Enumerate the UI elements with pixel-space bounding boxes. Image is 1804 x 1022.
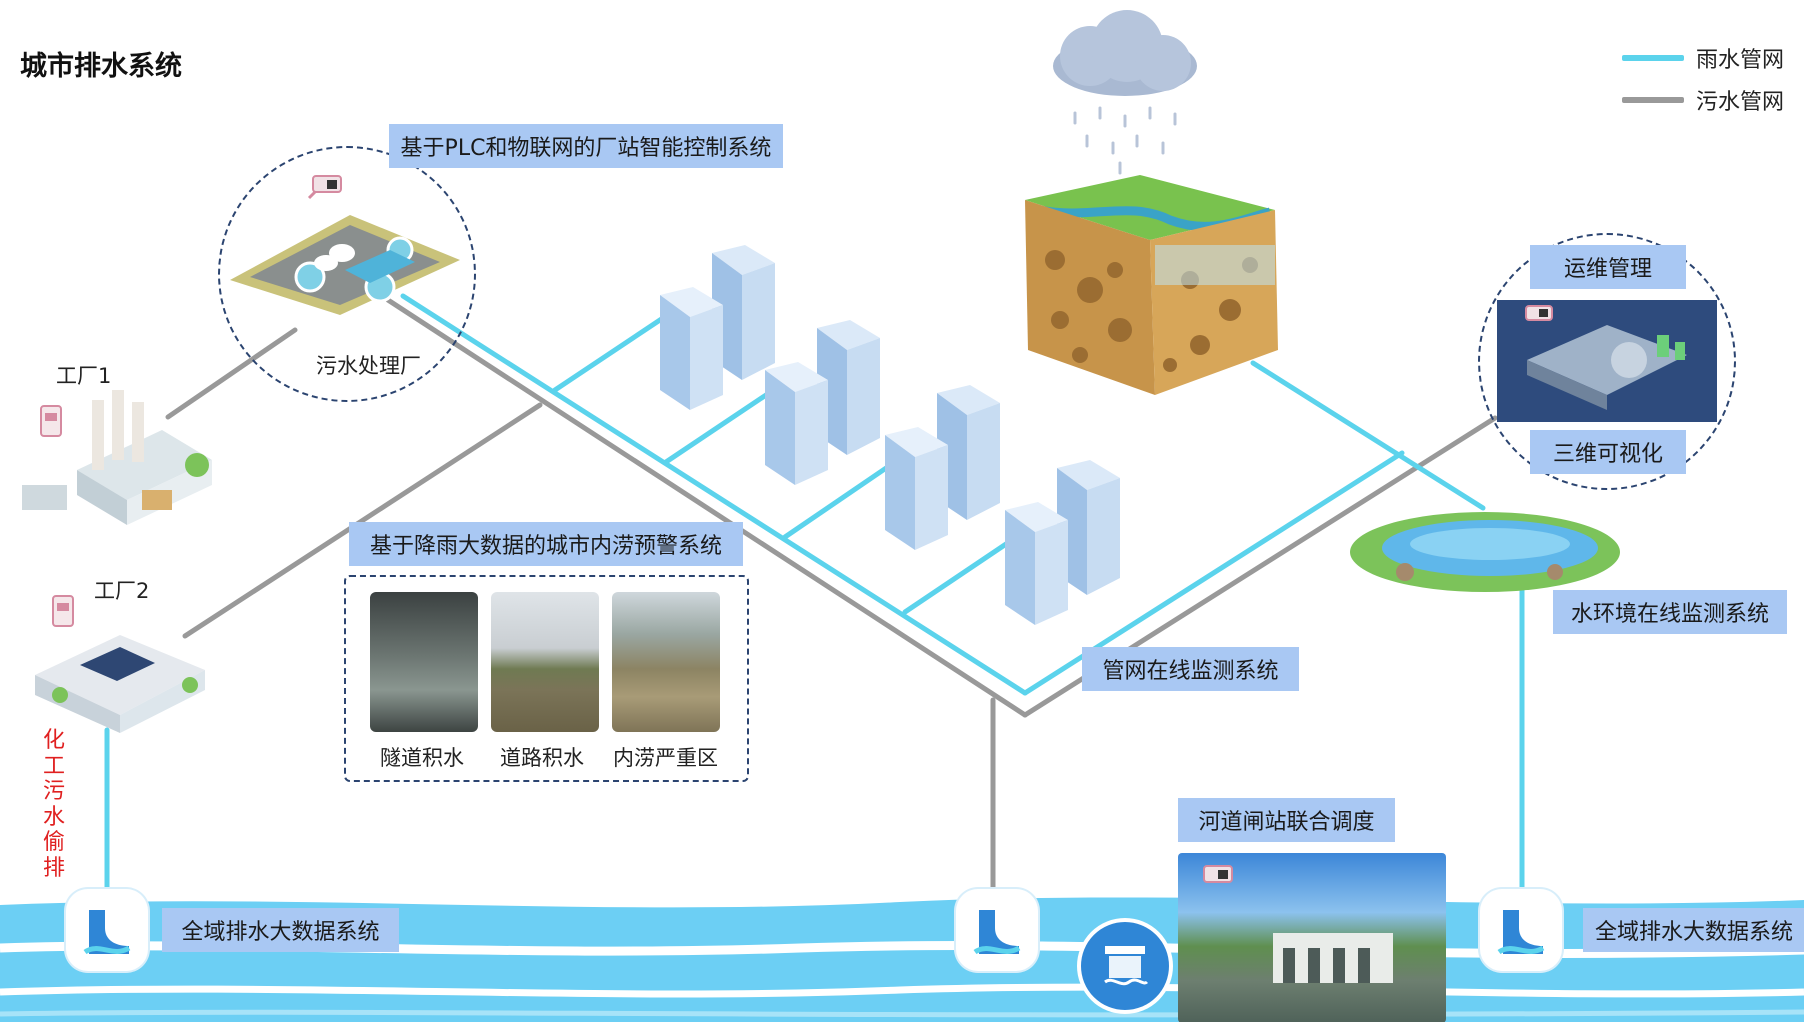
drain-outlet-icon (1480, 889, 1562, 971)
factory2-label: 工厂2 (94, 579, 150, 603)
factory2-illustration (35, 635, 205, 733)
building-cluster-4 (1005, 460, 1120, 625)
pipe-monitor-system-label: 管网在线监测系统 (1082, 647, 1299, 691)
monitor-device-icon (40, 405, 62, 437)
factory1-label: 工厂1 (56, 364, 112, 388)
rain-pipe-trunk (400, 293, 1028, 696)
rain-pipe-branch4 (902, 535, 1018, 615)
page-title: 城市排水系统 (20, 51, 182, 82)
monitor-device-icon (52, 595, 74, 627)
ops-frame (1478, 233, 1736, 490)
ops-management-label: 运维管理 (1530, 245, 1686, 289)
rain-pipe-branch2 (663, 386, 778, 465)
sewage-pipe-trunk (385, 297, 1028, 718)
drain-outlet-icon (956, 889, 1038, 971)
rain-pipe-branch3 (782, 459, 898, 540)
plc-system-label: 基于PLC和物联网的厂站智能控制系统 (389, 124, 783, 168)
soil-landscape-illustration (1025, 175, 1278, 395)
sewage-pipe-factory2 (182, 402, 543, 639)
camera-icon (1203, 865, 1233, 883)
sewage-plant-label: 污水处理厂 (316, 354, 421, 378)
sluice-gate-icon (1077, 918, 1173, 1014)
legend-rain-label: 雨水管网 (1696, 48, 1785, 73)
rain-cloud-icon (1053, 10, 1197, 175)
building-cluster-2 (765, 320, 880, 485)
legend-rain-swatch (1622, 55, 1684, 61)
rain-pipe-wetland (1250, 360, 1486, 511)
bigdata-system-label-right: 全域排水大数据系统 (1583, 908, 1804, 952)
flood-photo-tunnel (370, 592, 478, 732)
illegal-discharge-alert: 化工污水偷排 (42, 728, 65, 881)
flood-caption-tunnel: 隧道积水 (380, 746, 464, 770)
flood-photos-frame (344, 575, 749, 782)
drain-outlet-icon (66, 889, 148, 971)
legend-sewage-label: 污水管网 (1696, 90, 1785, 115)
river-gate-label: 河道闸站联合调度 (1178, 798, 1395, 842)
wetland-pond-illustration (1350, 512, 1620, 592)
rain-warning-system-label: 基于降雨大数据的城市内涝预警系统 (349, 522, 743, 566)
legend-rain: 雨水管网 (1622, 41, 1784, 75)
viz3d-label: 三维可视化 (1530, 430, 1686, 474)
sewage-plant-frame (218, 146, 476, 402)
flood-photo-severe (612, 592, 720, 732)
legend-sewage-swatch (1622, 97, 1684, 103)
water-env-system-label: 水环境在线监测系统 (1553, 590, 1787, 634)
factory1-illustration (22, 390, 212, 525)
legend-sewage: 污水管网 (1622, 83, 1784, 117)
rain-pipe-branch1 (552, 309, 675, 393)
building-cluster-1 (660, 245, 775, 410)
flood-caption-severe: 内涝严重区 (613, 746, 718, 770)
flood-photo-road (491, 592, 599, 732)
building-cluster-3 (885, 385, 1000, 550)
rain-pipes (104, 293, 1525, 891)
bigdata-system-label-left: 全域排水大数据系统 (162, 908, 399, 952)
flood-caption-road: 道路积水 (500, 746, 584, 770)
